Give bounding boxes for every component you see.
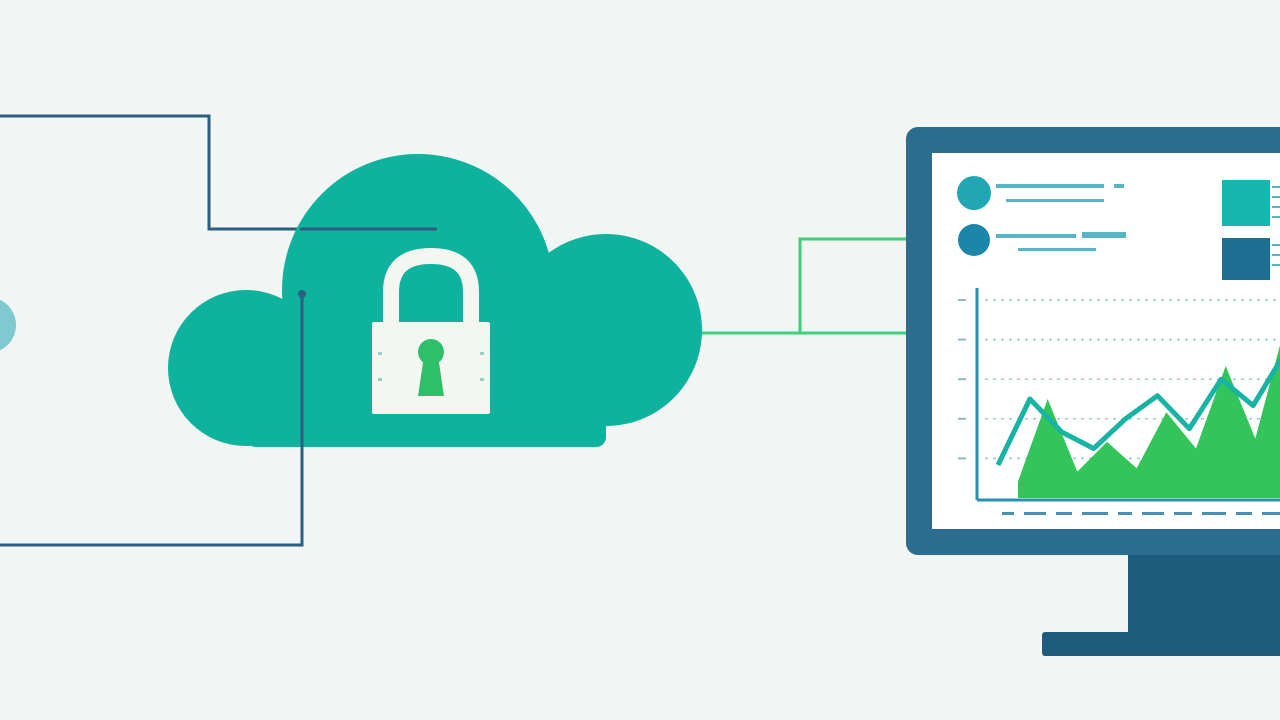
chart-y-tick: [958, 299, 966, 301]
connector-dot: [298, 290, 306, 298]
chart-x-dashes: [1002, 512, 1280, 515]
dashboard-tile: [1222, 180, 1270, 226]
chart-series-area: [1018, 345, 1280, 498]
tile-side-lines: [1272, 186, 1280, 266]
header-line: [1082, 232, 1126, 238]
monitor-icon: [906, 127, 1280, 656]
profile-dot-icon: [957, 176, 991, 210]
profile-dot-icon: [958, 224, 990, 256]
dashboard-tile: [1222, 238, 1270, 280]
keyhole-bottom: [418, 356, 444, 396]
chart-y-ticks: [958, 299, 966, 460]
padlock-rivets: [378, 352, 484, 381]
monitor-neck: [1128, 548, 1280, 638]
header-line: [1006, 199, 1104, 202]
network-node-icon: [0, 299, 16, 351]
chart-area-series: [1018, 345, 1280, 498]
chart-y-tick: [958, 338, 966, 341]
chart-line-series: [995, 356, 1280, 467]
header-line: [996, 184, 1104, 188]
header-line: [1114, 184, 1124, 188]
padlock-keyhole: [418, 339, 444, 396]
chart-y-tick: [958, 378, 966, 381]
monitor-base: [1042, 632, 1280, 656]
padlock-icon: [372, 247, 490, 414]
connector-line-green: [702, 237, 912, 335]
area-chart-icon: [958, 288, 1280, 515]
padlock-shackle: [383, 247, 479, 322]
dashboard-header: [957, 176, 1280, 280]
header-line: [996, 234, 1076, 238]
header-line: [1018, 248, 1096, 251]
chart-y-tick: [958, 457, 966, 460]
chart-y-tick: [958, 417, 966, 420]
chart-series-line: [995, 356, 1280, 467]
